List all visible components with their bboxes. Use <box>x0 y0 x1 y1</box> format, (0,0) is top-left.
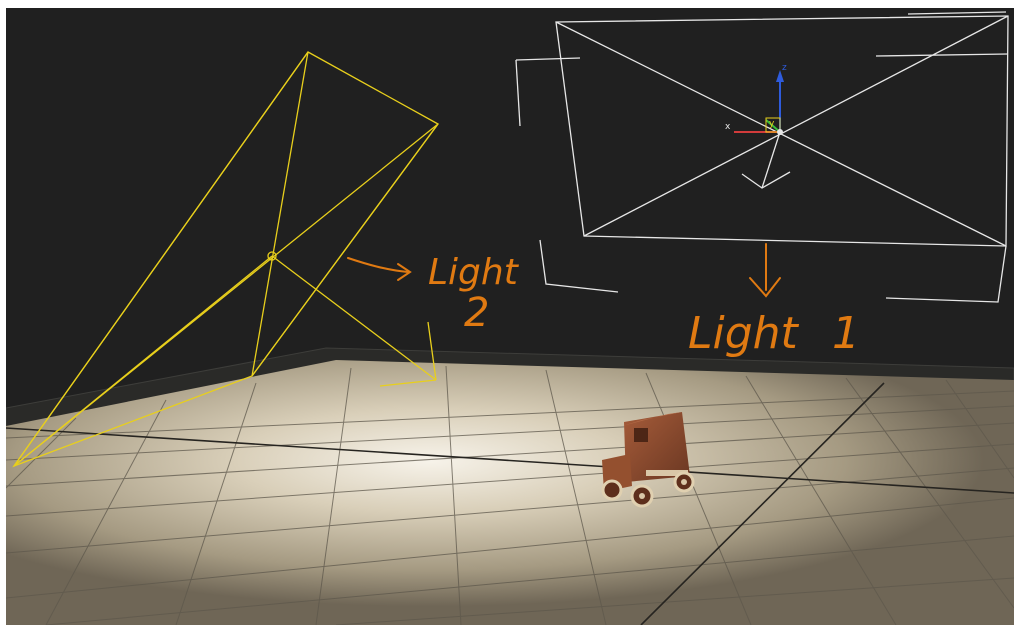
scene-canvas[interactable]: x y z Light 2 Light 1 <box>6 8 1014 625</box>
annotation-arrow-light2 <box>348 258 410 280</box>
annotation-arrow-light1 <box>750 244 780 296</box>
transform-gizmo[interactable]: x y z <box>725 63 787 135</box>
gizmo-x-label: x <box>725 122 731 132</box>
3d-viewport[interactable]: x y z Light 2 Light 1 <box>6 8 1014 625</box>
light1-area-light[interactable] <box>516 12 1008 302</box>
gizmo-y-label: y <box>769 119 775 129</box>
light2-label: Light <box>428 252 520 293</box>
gizmo-z-label: z <box>782 63 787 73</box>
light1-number: 1 <box>832 308 860 359</box>
light1-label: Light <box>688 308 800 359</box>
light2-number: 2 <box>464 290 489 336</box>
floor-plane <box>6 360 1014 625</box>
